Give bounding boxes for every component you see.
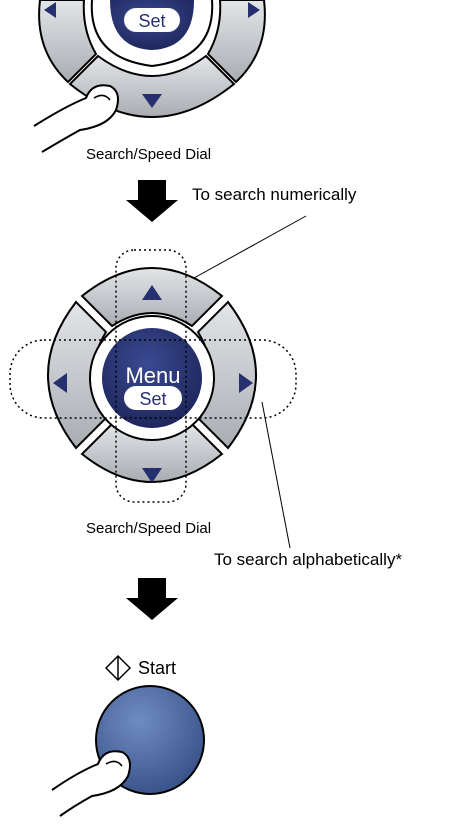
set-label: Set	[138, 11, 165, 31]
set-pill	[124, 8, 180, 32]
finger-icon	[33, 84, 119, 153]
menu-label: Menu	[125, 363, 180, 388]
left-arrow-icon	[44, 2, 56, 18]
top-key-right[interactable]	[206, 0, 266, 84]
middle-dpad: Menu Set	[9, 249, 297, 503]
down-arrow-icon	[126, 578, 178, 620]
right-arrow-icon	[239, 373, 253, 393]
up-arrow-icon	[142, 285, 162, 300]
start-label: Start	[138, 658, 176, 678]
callout-alpha: To search alphabetically*	[214, 550, 402, 569]
down-arrow-icon	[142, 468, 162, 483]
top-dpad: Set	[38, 0, 266, 118]
down-arrow-icon	[142, 94, 162, 108]
set-label: Set	[139, 389, 166, 409]
callout-numeric-leader	[175, 215, 307, 289]
top-search-speed-dial-caption: Search/Speed Dial	[86, 146, 211, 163]
set-pill	[124, 386, 182, 410]
top-key-left[interactable]	[38, 0, 98, 84]
left-arrow-icon	[53, 373, 67, 393]
middle-search-speed-dial-caption: Search/Speed Dial	[86, 520, 211, 537]
start-diamond-icon	[104, 654, 132, 682]
numeric-search-zone	[115, 249, 187, 503]
alpha-search-zone	[9, 339, 297, 419]
callout-alpha-leader	[261, 401, 291, 549]
down-arrow-icon	[126, 180, 178, 222]
right-arrow-icon	[248, 2, 260, 18]
finger-icon	[51, 750, 131, 817]
callout-numeric: To search numerically	[192, 185, 357, 204]
